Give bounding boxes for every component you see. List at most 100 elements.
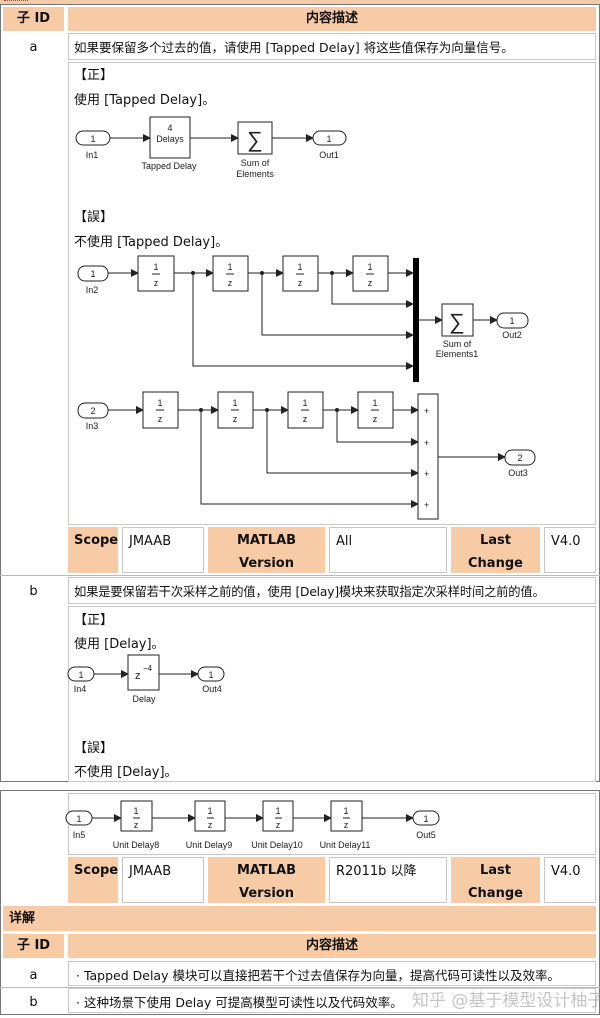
explain-header-sub-id: 子 ID [3, 934, 64, 958]
svg-text:+: + [424, 500, 429, 510]
unit-delay-block: 1z [142, 391, 179, 429]
meta-last-change-value: V4.0 [544, 857, 596, 903]
diagram-unit-delay-bus: 1 In2 1z 1z 1z 1z ∑ Sum of Elements1 1 O… [77, 255, 529, 382]
row-a-description: 如果要保留多个过去的值，请使用 [Tapped Delay] 将这些值保存为向量… [74, 40, 514, 55]
svg-text:z: z [154, 278, 159, 288]
tapped-delay-block [149, 116, 191, 159]
unit-delay-block: 1z [352, 255, 389, 292]
unit-delay-block: 1z [212, 255, 249, 292]
svg-text:1: 1 [157, 398, 162, 408]
delay-block [127, 654, 160, 691]
header-sub-id: 子 ID [3, 7, 64, 31]
svg-text:1: 1 [90, 269, 95, 279]
top-strip [0, 0, 600, 5]
svg-text:1: 1 [153, 262, 158, 272]
diagram-unit-delay-add: 2 In3 1z 1z 1z 1z ++ ++ 2 Out3 [77, 391, 536, 520]
outport-out1 [312, 130, 347, 146]
explain-header-content: 内容描述 [68, 934, 596, 958]
svg-text:1: 1 [423, 814, 428, 824]
svg-text:1: 1 [275, 806, 280, 816]
svg-text:z: z [303, 414, 308, 424]
row-b-correct-label: 【正】 [74, 613, 114, 628]
unit-delay-block: 1z [330, 800, 363, 832]
row-a-id: a [29, 40, 38, 55]
svg-text:z: z [228, 278, 233, 288]
row-a-wrong-text: 不使用 [Tapped Delay]。 [74, 235, 229, 250]
svg-text:z: z [298, 278, 303, 288]
svg-text:Unit Delay9: Unit Delay9 [186, 840, 233, 850]
unit-delay-block: 1z [282, 255, 319, 292]
row-divider [0, 987, 600, 988]
dotted-mark [4, 0, 28, 1]
outport-out3 [504, 449, 536, 466]
row-b-description: 如果是要保留若干次采样之前的值，使用 [Delay]模块来获取指定次采样时间之前… [74, 585, 545, 599]
outport-out2 [496, 312, 529, 329]
meta-scope-label: Scope [68, 857, 118, 903]
svg-text:Unit Delay10: Unit Delay10 [251, 840, 303, 850]
svg-text:Unit Delay11: Unit Delay11 [320, 840, 371, 850]
explain-row-a-id: a [29, 968, 38, 983]
svg-text:1: 1 [207, 806, 212, 816]
meta-last-change-value: V4.0 [544, 527, 596, 573]
svg-text:Delay: Delay [132, 694, 156, 704]
diagram-delay: 1 In4 z −4 Delay 1 Out4 [67, 654, 225, 704]
explain-row-a-text: · Tapped Delay 模块可以直接把若干个过去值保存为向量，提高代码可读… [76, 968, 560, 983]
svg-text:1: 1 [367, 262, 372, 272]
svg-text:z: z [373, 414, 378, 424]
unit-delay-block: 1z [194, 800, 226, 832]
svg-text:1: 1 [76, 814, 81, 824]
row-b-wrong-text: 不使用 [Delay]。 [74, 765, 178, 780]
unit-delay-block: 1z [287, 391, 324, 429]
svg-text:z: z [158, 414, 163, 424]
svg-text:+: + [424, 469, 429, 479]
svg-text:Delays: Delays [156, 134, 184, 144]
svg-text:Out5: Out5 [416, 830, 436, 840]
svg-text:1: 1 [509, 316, 514, 326]
svg-text:Elements: Elements [236, 169, 274, 179]
svg-text:z: z [134, 820, 139, 830]
svg-text:1: 1 [297, 262, 302, 272]
unit-delay-block: 1z [137, 255, 175, 292]
svg-text:1: 1 [208, 670, 213, 680]
row-a-correct-text: 使用 [Tapped Delay]。 [74, 93, 216, 108]
svg-text:In5: In5 [73, 830, 86, 840]
row-b-id: b [29, 584, 38, 599]
svg-text:Tapped Delay: Tapped Delay [141, 161, 197, 171]
row-b-desc-cell [68, 577, 596, 604]
explain-row-a-cell [68, 961, 596, 986]
diagram-tapped-delay: 1 In1 4 Delays Tapped Delay ∑ Sum of Ele… [75, 116, 347, 179]
sigma-icon: ∑ [247, 127, 263, 152]
unit-delay-block: 1z [357, 391, 394, 429]
svg-text:Out3: Out3 [508, 468, 528, 478]
row-a-desc-cell [68, 33, 596, 60]
svg-text:In2: In2 [86, 285, 99, 295]
unit-delay-block: 1z [120, 800, 153, 832]
svg-text:Sum of: Sum of [443, 339, 472, 349]
sum-of-elements-block [237, 121, 273, 155]
row-a-correct-label: 【正】 [74, 68, 114, 83]
explain-row-b-cell [68, 988, 596, 1013]
svg-text:1: 1 [372, 398, 377, 408]
svg-text:In1: In1 [86, 150, 99, 160]
svg-text:1: 1 [78, 670, 83, 680]
outport-out4 [197, 666, 225, 682]
mux-bar [413, 258, 419, 382]
svg-text:Out4: Out4 [202, 684, 222, 694]
svg-text:1: 1 [133, 806, 138, 816]
unit-delay-block: 1z [262, 800, 294, 832]
explain-row-b-id: b [29, 995, 38, 1010]
svg-text:z: z [208, 820, 213, 830]
svg-text:2: 2 [517, 453, 522, 463]
svg-text:Elements1: Elements1 [436, 349, 479, 359]
explain-title: 详解 [3, 906, 596, 931]
meta-scope-value: JMAAB [122, 527, 204, 573]
svg-text:z: z [233, 414, 238, 424]
meta-matlab-value: All [329, 527, 447, 573]
svg-text:−4: −4 [143, 664, 153, 673]
svg-text:+: + [424, 406, 429, 416]
svg-text:z: z [135, 670, 141, 682]
explain-row-b-text: · 这种场景下使用 Delay 可提高模型可读性以及代码效率。 [76, 995, 403, 1010]
row-b-example-box [68, 606, 596, 782]
